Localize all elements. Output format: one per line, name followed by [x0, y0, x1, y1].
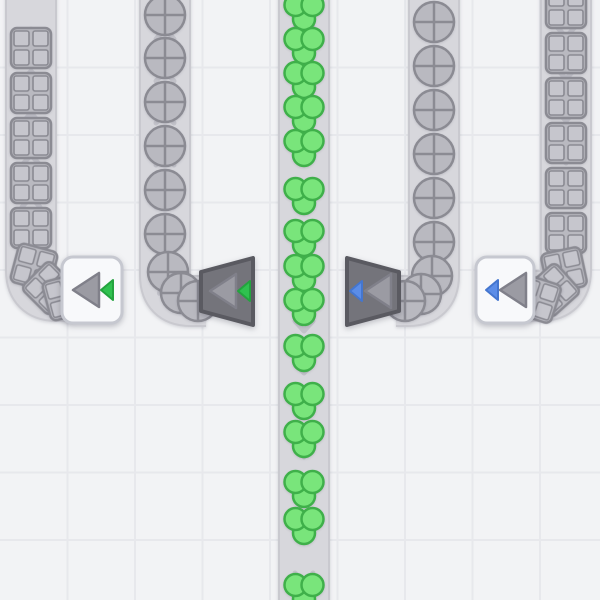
direction-arrow-icon	[498, 271, 528, 309]
berry-item	[283, 94, 325, 134]
berry-item	[283, 381, 325, 421]
wheel-item	[412, 88, 456, 132]
wheel-item	[412, 176, 456, 220]
tunnel-exit-dark-green[interactable]	[199, 256, 255, 327]
berry-item	[283, 469, 325, 509]
crate-item	[544, 0, 588, 30]
wheel-item	[412, 0, 456, 44]
crate-item	[9, 161, 53, 205]
wheel-item	[412, 132, 456, 176]
wheel-item	[143, 212, 187, 256]
crate-item	[544, 76, 588, 120]
berry-item	[283, 419, 325, 459]
crate-item	[544, 211, 588, 255]
tunnel-entrance-dark-blue[interactable]	[345, 256, 401, 327]
berry-item	[283, 287, 325, 327]
berry-item	[283, 0, 325, 32]
crate-item	[9, 206, 53, 250]
direction-arrow-icon	[208, 272, 238, 310]
crate-item	[544, 121, 588, 165]
berry-item	[283, 128, 325, 168]
wheel-item	[412, 44, 456, 88]
crate-item	[9, 26, 53, 70]
direction-arrow-icon	[363, 272, 393, 310]
direction-arrow-icon	[71, 271, 101, 309]
tunnel-exit-light-green[interactable]	[60, 255, 124, 325]
berry-item	[283, 218, 325, 258]
crate-item	[544, 166, 588, 210]
berry-item	[283, 333, 325, 373]
crate-item	[9, 71, 53, 115]
berry-item	[283, 60, 325, 100]
tier-marker-icon	[100, 279, 114, 301]
berry-item	[283, 253, 325, 293]
crate-item	[544, 31, 588, 75]
wheel-item	[143, 80, 187, 124]
tier-marker-icon	[485, 279, 499, 301]
wheel-item	[143, 36, 187, 80]
berry-item	[283, 26, 325, 66]
wheel-item	[143, 0, 187, 37]
berry-item	[283, 506, 325, 546]
berry-item	[283, 572, 325, 600]
wheel-item	[143, 168, 187, 212]
wheel-item	[143, 124, 187, 168]
berry-item	[283, 176, 325, 216]
tunnel-entrance-light-blue[interactable]	[474, 255, 536, 325]
tier-marker-icon	[237, 280, 251, 302]
crate-item	[9, 116, 53, 160]
tier-marker-icon	[349, 280, 363, 302]
